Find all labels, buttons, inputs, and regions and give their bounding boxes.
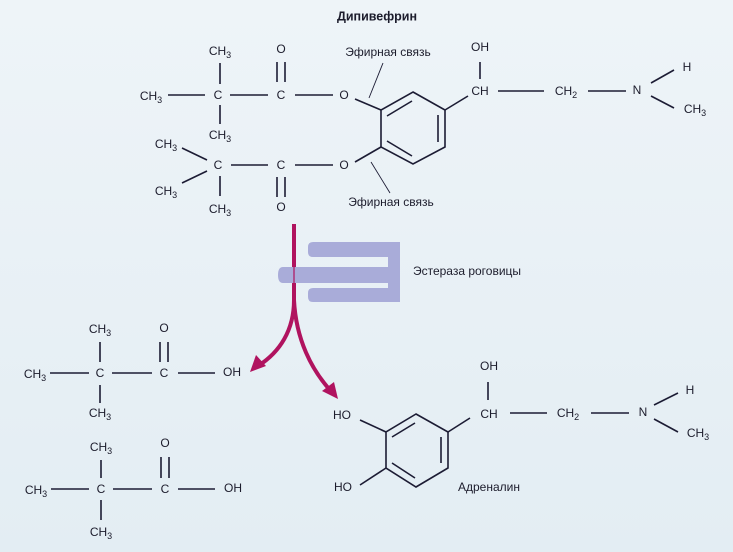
- atom-n: N: [639, 405, 648, 419]
- atom-o: O: [276, 42, 285, 56]
- atom-o: O: [159, 321, 168, 335]
- atom-h: H: [686, 383, 695, 397]
- atom-c: C: [96, 366, 105, 380]
- atom-ch3: CH3: [155, 137, 177, 153]
- atom-c: C: [161, 482, 170, 496]
- atom-ch3: CH3: [684, 102, 706, 118]
- atom-ch3: CH3: [90, 525, 112, 541]
- atom-o: O: [339, 158, 348, 172]
- atom-c: C: [97, 482, 106, 496]
- atom-ch3: CH3: [89, 406, 111, 422]
- atom-c: C: [277, 158, 286, 172]
- pivalic-acid-molecule: CH3 C CH3 CH3 C O OH: [25, 436, 242, 541]
- pivalic-acid-molecule: CH3 C CH3 CH3 C O OH: [24, 321, 241, 422]
- atom-o: O: [160, 436, 169, 450]
- atom-ho: HO: [333, 408, 351, 422]
- enzyme-label: Эстераза роговицы: [413, 264, 521, 278]
- adrenaline-label: Адреналин: [458, 480, 520, 494]
- atom-ch3: CH3: [140, 89, 162, 105]
- ester-bond-label: Эфирная связь: [345, 45, 431, 59]
- arrow-to-adrenaline: [292, 299, 332, 392]
- atom-ch3: CH3: [687, 426, 709, 442]
- atom-ch3: CH3: [89, 322, 111, 338]
- atom-oh: OH: [224, 481, 242, 495]
- dipivefrin-molecule: CH3 C CH3 CH3 C O O CH3 CH3 C CH3 C O O: [140, 40, 706, 218]
- atom-ch3: CH3: [209, 128, 231, 144]
- atom-ch2: CH2: [555, 84, 577, 100]
- atom-c: C: [277, 88, 286, 102]
- atom-oh: OH: [480, 359, 498, 373]
- atom-ch3: CH3: [155, 184, 177, 200]
- atom-ch: CH: [480, 407, 497, 421]
- atom-ch3: CH3: [209, 202, 231, 218]
- atom-ch: CH: [471, 84, 488, 98]
- atom-ch3: CH3: [25, 483, 47, 499]
- atom-ho: HO: [334, 480, 352, 494]
- atom-oh: OH: [223, 365, 241, 379]
- atom-o: O: [339, 88, 348, 102]
- adrenaline-molecule: HO HO CH OH CH2 N H CH3 Адреналин: [333, 359, 709, 494]
- atom-ch2: CH2: [557, 406, 579, 422]
- atom-c: C: [214, 88, 223, 102]
- atom-oh: OH: [471, 40, 489, 54]
- arrowhead-icon: [250, 355, 266, 372]
- atom-c: C: [160, 366, 169, 380]
- reaction-arrows: [250, 224, 338, 399]
- diagram-title: Дипивефрин: [337, 9, 417, 23]
- ester-bond-label: Эфирная связь: [348, 195, 434, 209]
- atom-ch3: CH3: [24, 367, 46, 383]
- atom-o: O: [276, 200, 285, 214]
- atom-n: N: [633, 83, 642, 97]
- corneal-esterase-shape: [278, 242, 400, 302]
- atom-ch3: CH3: [209, 44, 231, 60]
- atom-h: H: [683, 60, 692, 74]
- atom-ch3: CH3: [90, 440, 112, 456]
- arrowhead-icon: [322, 382, 338, 399]
- atom-c: C: [214, 158, 223, 172]
